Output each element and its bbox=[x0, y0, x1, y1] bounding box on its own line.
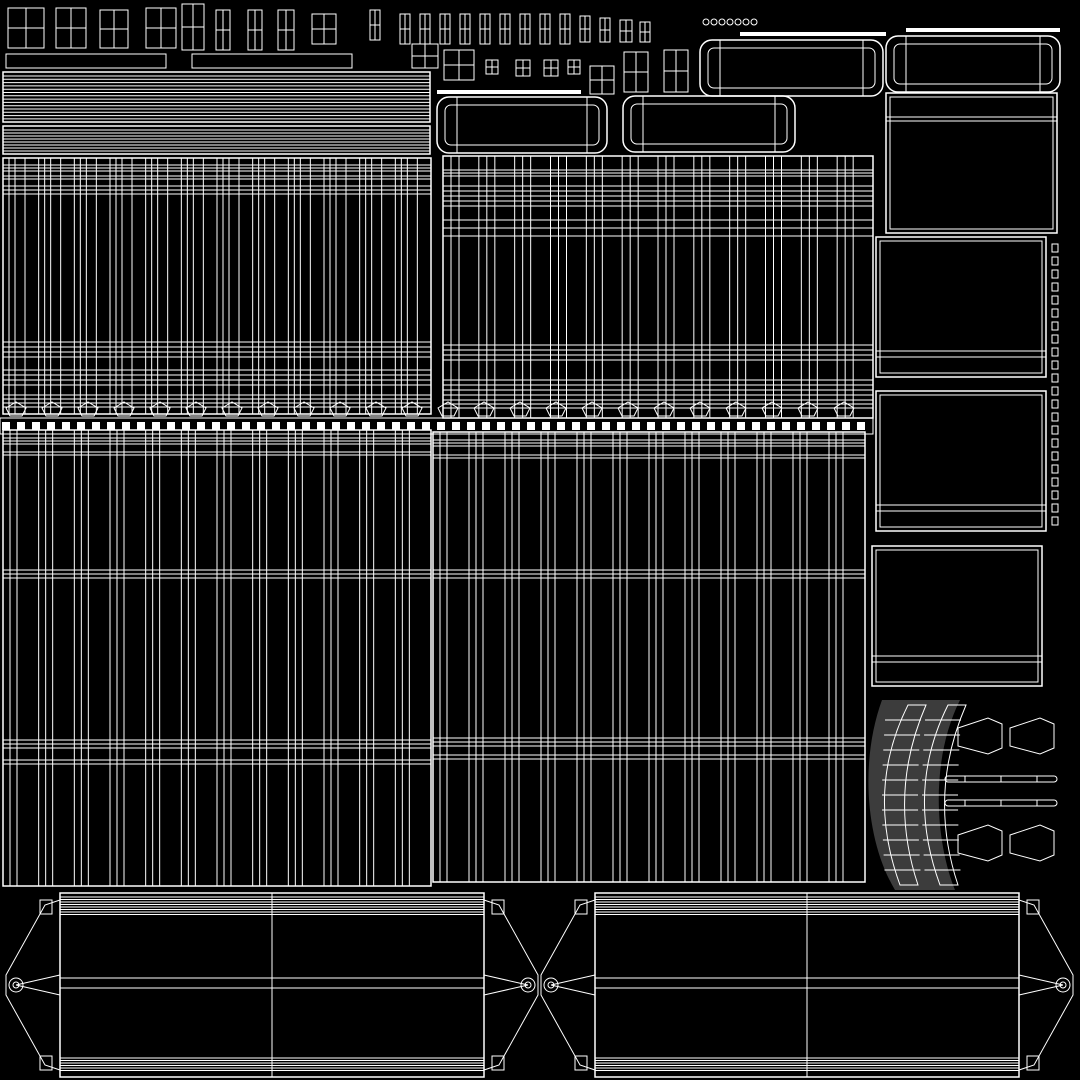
cushions bbox=[436, 28, 1061, 154]
side-panels bbox=[871, 92, 1059, 687]
rod-strips bbox=[2, 53, 431, 155]
armrest-piece bbox=[882, 704, 927, 886]
small-parts bbox=[7, 3, 758, 95]
armrests bbox=[868, 700, 967, 890]
armrest-piece bbox=[922, 704, 967, 886]
panel-upper-right bbox=[442, 155, 874, 419]
connector-parts bbox=[944, 717, 1058, 862]
bottom-frame bbox=[5, 892, 539, 1078]
seam-checker-strip bbox=[0, 401, 874, 435]
panel-lower-right bbox=[432, 431, 866, 883]
bottom-frames bbox=[5, 892, 1074, 1078]
bottom-frame bbox=[540, 892, 1074, 1078]
panel-upper-left bbox=[2, 157, 432, 415]
